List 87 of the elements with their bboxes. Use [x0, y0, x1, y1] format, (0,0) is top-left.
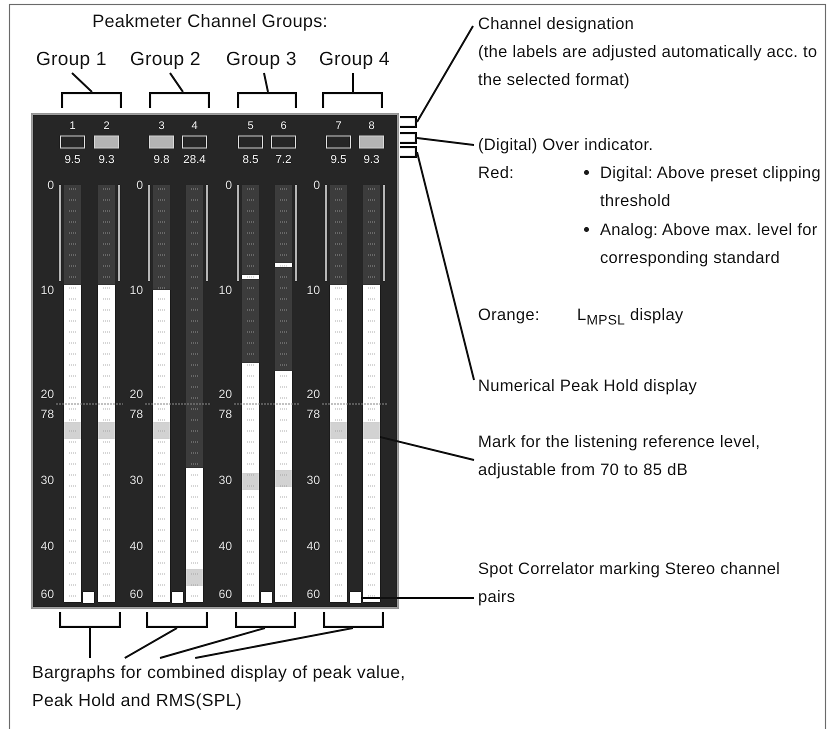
scale-label: 60 — [40, 586, 54, 602]
scale-label: 10 — [218, 282, 232, 298]
channel-number: 2 — [102, 119, 111, 134]
channel-number: 6 — [279, 119, 288, 134]
bracket — [59, 612, 121, 628]
group-label: Group 1 — [36, 48, 108, 72]
bracket — [235, 612, 296, 628]
heading: Peakmeter Channel Groups: — [91, 13, 329, 29]
bracket — [149, 92, 210, 108]
bracket — [237, 92, 297, 108]
scale-label: 60 — [218, 586, 232, 602]
scale-label: 60 — [128, 586, 143, 602]
channel-number: 3 — [157, 119, 166, 134]
peak-value: 9.5 — [64, 153, 82, 168]
scale-label: 10 — [306, 282, 320, 298]
callout-text: Spot Correlator marking Stereo channel pairs — [478, 559, 782, 608]
peak-value: 7.2 — [274, 153, 292, 168]
channel-number: 1 — [68, 119, 77, 134]
scale-label: 78 — [128, 406, 143, 422]
peak-value: 8.5 — [242, 153, 260, 168]
bracket — [61, 92, 122, 108]
correlator-marker — [350, 592, 361, 603]
channel-number: 5 — [246, 119, 255, 134]
scale-label: 40 — [306, 538, 320, 554]
bracket — [400, 132, 417, 144]
scale-label: 30 — [40, 472, 54, 488]
leader-line — [416, 152, 475, 380]
leader-line — [71, 72, 93, 93]
scale-label: 0 — [224, 177, 232, 193]
leader-line — [416, 26, 474, 122]
leader-line — [124, 627, 178, 659]
scale-label: 78 — [218, 406, 232, 422]
over-indicator-text: (Digital) Over indicator. — [478, 135, 654, 156]
peak-value: 9.5 — [330, 153, 348, 168]
bullet-item: Analog: Above max. level for corresponding standard — [600, 220, 819, 269]
peak-value: 9.8 — [152, 153, 170, 168]
leader-line — [361, 597, 474, 599]
group-label: Group 2 — [130, 48, 202, 72]
reference-level-mark — [363, 422, 380, 439]
scale-label: 40 — [40, 538, 54, 554]
scale-label: 78 — [40, 406, 54, 422]
scale-label: 10 — [128, 282, 143, 298]
scale-label: 10 — [40, 282, 54, 298]
scale-label: 20 — [306, 386, 320, 402]
bracket — [400, 116, 417, 128]
leader-line — [169, 72, 184, 93]
scale-label: 20 — [40, 386, 54, 402]
scale-label: 40 — [128, 538, 143, 554]
leader-line — [195, 627, 354, 659]
leader-line — [160, 627, 266, 659]
scale-label: 30 — [306, 472, 320, 488]
bracket — [323, 612, 384, 628]
peak-value: 9.3 — [362, 153, 380, 168]
callout-text: Numerical Peak Hold display — [478, 376, 698, 397]
scale-label: 30 — [128, 472, 143, 488]
scale-label: 20 — [218, 386, 232, 402]
scale-label: 30 — [218, 472, 232, 488]
group-label: Group 3 — [226, 48, 298, 72]
scale-label: 0 — [46, 177, 54, 193]
leader-line — [352, 73, 354, 92]
bracket — [322, 92, 383, 108]
scale-label: 0 — [135, 177, 143, 193]
callout-text: (the labels are adjusted automatically acc. to the selected format) — [478, 42, 818, 91]
channel-number: 7 — [334, 119, 343, 134]
scale-label: 78 — [306, 406, 320, 422]
leader-line — [89, 628, 91, 658]
callout-text: Channel designation — [478, 14, 636, 35]
leader-line — [416, 137, 474, 146]
color-key: Red: — [478, 159, 578, 187]
scale-label: 60 — [306, 586, 320, 602]
peak-value: 9.3 — [98, 153, 116, 168]
leader-line — [263, 72, 269, 92]
callout-text: Bargraphs for combined display of peak value, Peak Hold and RMS(SPL) — [32, 661, 406, 712]
channel-number: 4 — [190, 119, 199, 134]
leader-line — [380, 436, 474, 461]
callout-text: Mark for the listening reference level, adjustable from 70 to 85 dB — [478, 432, 762, 481]
scale-label: 20 — [128, 386, 143, 402]
bullet-item: Digital: Above preset clipping threshold — [600, 163, 822, 212]
color-key: Orange: — [478, 301, 578, 329]
group-label: Group 4 — [319, 48, 391, 72]
scale-label: 40 — [218, 538, 232, 554]
display-name: L$_{MPSL}$ display — [577, 305, 684, 330]
bracket — [400, 146, 417, 158]
scale-label: 0 — [312, 177, 320, 193]
channel-number: 8 — [367, 119, 376, 134]
bracket — [146, 612, 208, 628]
peak-value: 28.4 — [182, 153, 207, 168]
